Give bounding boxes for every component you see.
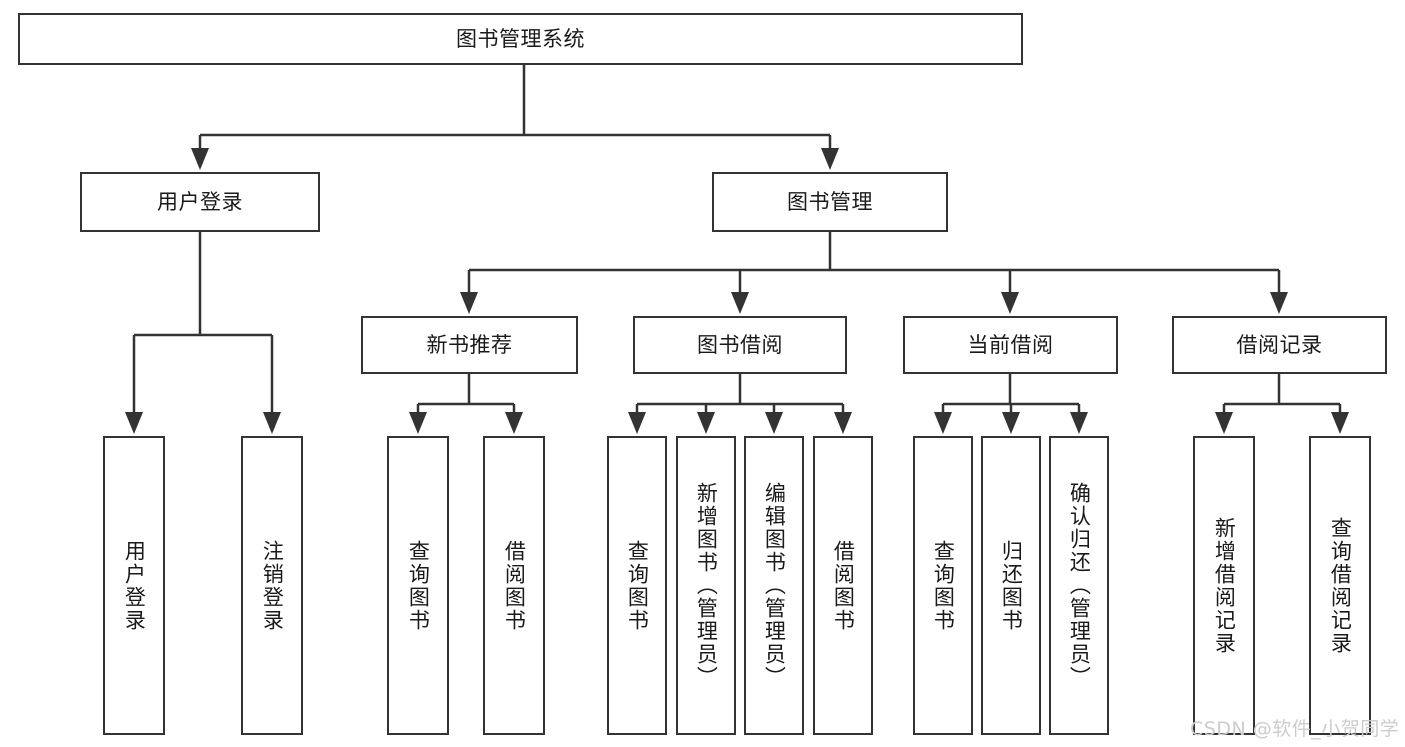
node-l-edit: 编辑图书（管理员） bbox=[744, 436, 804, 735]
arrowhead bbox=[1001, 292, 1019, 314]
arrowhead bbox=[821, 148, 839, 170]
node-label: 借阅记录 bbox=[1236, 332, 1323, 357]
node-label: 新增借阅记录 bbox=[1212, 516, 1237, 655]
node-label: 确认归还（管理员） bbox=[1067, 482, 1092, 689]
node-l-return: 归还图书 bbox=[981, 436, 1041, 735]
arrowhead bbox=[697, 412, 715, 434]
node-l-borrow2: 借阅图书 bbox=[813, 436, 873, 735]
arrowhead bbox=[1070, 412, 1088, 434]
node-login: 用户登录 bbox=[80, 172, 320, 232]
node-label: 借阅图书 bbox=[502, 539, 527, 632]
arrowhead bbox=[1331, 412, 1349, 434]
arrowhead bbox=[125, 412, 143, 434]
node-l-query2: 查询图书 bbox=[607, 436, 667, 735]
node-l-query3: 查询图书 bbox=[913, 436, 973, 735]
node-label: 图书管理系统 bbox=[456, 26, 585, 51]
node-borrow: 图书借阅 bbox=[633, 316, 847, 374]
node-current: 当前借阅 bbox=[903, 316, 1118, 374]
node-label: 查询图书 bbox=[625, 539, 650, 632]
node-label: 图书管理 bbox=[787, 189, 873, 214]
node-label: 查询借阅记录 bbox=[1328, 516, 1353, 655]
node-label: 编辑图书（管理员） bbox=[762, 482, 787, 689]
arrowhead bbox=[1002, 412, 1020, 434]
node-label: 新书推荐 bbox=[426, 332, 513, 357]
node-label: 查询图书 bbox=[931, 539, 956, 632]
node-label: 查询图书 bbox=[406, 539, 431, 632]
node-label: 当前借阅 bbox=[967, 332, 1054, 357]
arrowhead bbox=[1215, 412, 1233, 434]
node-label: 借阅图书 bbox=[831, 539, 856, 632]
node-l-confirm: 确认归还（管理员） bbox=[1049, 436, 1109, 735]
node-label: 图书借阅 bbox=[697, 332, 783, 357]
node-l-logout: 注销登录 bbox=[241, 436, 303, 735]
node-l-login: 用户登录 bbox=[103, 436, 165, 735]
node-label: 用户登录 bbox=[157, 189, 243, 214]
arrowhead bbox=[765, 412, 783, 434]
arrowhead bbox=[460, 292, 478, 314]
node-root: 图书管理系统 bbox=[18, 13, 1023, 65]
arrowhead bbox=[191, 148, 209, 170]
node-label: 新增图书（管理员） bbox=[694, 482, 719, 689]
node-l-query1: 查询图书 bbox=[387, 436, 449, 735]
arrowhead bbox=[834, 412, 852, 434]
arrowhead bbox=[731, 292, 749, 314]
node-label: 用户登录 bbox=[122, 539, 147, 632]
node-l-add: 新增图书（管理员） bbox=[676, 436, 736, 735]
arrowhead bbox=[263, 412, 281, 434]
node-l-borrow1: 借阅图书 bbox=[483, 436, 545, 735]
node-records: 借阅记录 bbox=[1172, 316, 1387, 374]
node-label: 归还图书 bbox=[999, 539, 1024, 632]
arrowhead bbox=[505, 412, 523, 434]
arrowhead bbox=[628, 412, 646, 434]
arrowhead bbox=[1270, 292, 1288, 314]
node-l-addrec: 新增借阅记录 bbox=[1193, 436, 1255, 735]
node-newrec: 新书推荐 bbox=[361, 316, 578, 374]
arrowhead bbox=[409, 412, 427, 434]
node-label: 注销登录 bbox=[260, 539, 285, 632]
arrowhead bbox=[934, 412, 952, 434]
node-bookmgmt: 图书管理 bbox=[712, 172, 948, 232]
node-l-queryrec: 查询借阅记录 bbox=[1309, 436, 1371, 735]
